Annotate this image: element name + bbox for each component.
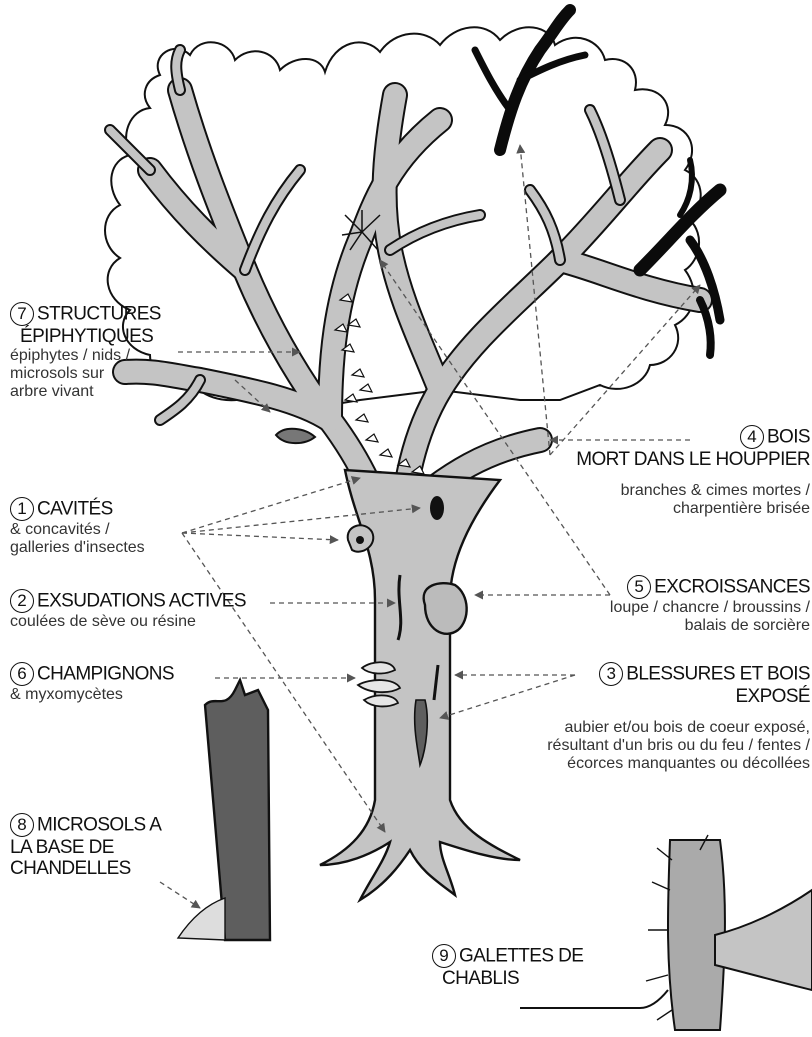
mistletoe xyxy=(341,210,381,251)
label-title-line2: ÉPIPHYTIQUES xyxy=(20,326,154,347)
label-desc: aubier et/ou bois de coeur exposé, xyxy=(564,719,811,737)
label-desc: épiphytes / nids / xyxy=(10,347,131,365)
label-title: CHAMPIGNONS xyxy=(37,663,175,685)
label-desc: charpentière brisée xyxy=(673,500,810,518)
label-title: EXSUDATIONS ACTIVES xyxy=(37,590,247,612)
number-badge: 1 xyxy=(10,497,34,521)
number-badge: 4 xyxy=(739,425,764,449)
number-badge: 9 xyxy=(432,944,456,968)
label-title: MICROSOLS A xyxy=(37,814,162,836)
label-desc: microsols sur xyxy=(10,365,105,383)
label-title-line2: CHABLIS xyxy=(442,968,520,989)
branches xyxy=(104,44,713,573)
label-title: BOIS xyxy=(766,426,811,448)
label-desc: galleries d'insectes xyxy=(10,538,145,556)
number-badge: 8 xyxy=(10,813,34,837)
label-desc: & myxomycètes xyxy=(10,686,123,703)
cavity-hole xyxy=(430,496,444,520)
label-desc: branches & cimes mortes / xyxy=(620,482,810,500)
number-badge: 6 xyxy=(10,662,34,686)
nest xyxy=(274,427,317,445)
label-title-line2: MORT DANS LE HOUPPIER xyxy=(576,449,810,470)
label-title-line2: LA BASE DE xyxy=(10,837,114,858)
ivy xyxy=(333,293,426,475)
label-title: STRUCTURES xyxy=(37,303,161,325)
resin-flow xyxy=(396,574,403,641)
label-desc: coulées de sève ou résine xyxy=(10,613,196,630)
ground-line xyxy=(520,989,669,1009)
label-desc: résultant d'un bris ou du feu / fentes / xyxy=(547,737,810,755)
label-desc: & concavités / xyxy=(10,521,110,538)
dead-branches xyxy=(471,4,727,359)
trunk xyxy=(319,468,521,904)
label-title: GALETTES DE xyxy=(459,945,584,967)
label-title: CAVITÉS xyxy=(37,498,113,520)
fallen-trunk xyxy=(714,888,812,992)
wound xyxy=(413,699,429,769)
number-badge: 3 xyxy=(599,662,624,686)
number-badge: 5 xyxy=(627,575,652,599)
label-title: EXCROISSANCES xyxy=(654,576,810,598)
label-desc: écorces manquantes ou décollées xyxy=(567,755,810,773)
label-desc: balais de sorcière xyxy=(684,616,810,634)
snag-soil xyxy=(176,897,226,941)
number-badge: 7 xyxy=(10,302,34,326)
label-title-line3: CHANDELLES xyxy=(10,858,131,880)
bracket-fungus xyxy=(356,661,402,708)
number-badge: 2 xyxy=(10,589,34,613)
root-plate xyxy=(666,839,726,1031)
burl xyxy=(422,582,468,636)
root-strands xyxy=(645,834,709,1021)
label-desc: arbre vivant xyxy=(10,383,94,401)
label-desc: loupe / chancre / broussins / xyxy=(609,599,810,616)
snag xyxy=(203,676,272,942)
arrows xyxy=(159,144,701,909)
label-title-line2: EXPOSÉ xyxy=(735,686,810,707)
label-title: BLESSURES ET BOIS xyxy=(626,663,810,685)
